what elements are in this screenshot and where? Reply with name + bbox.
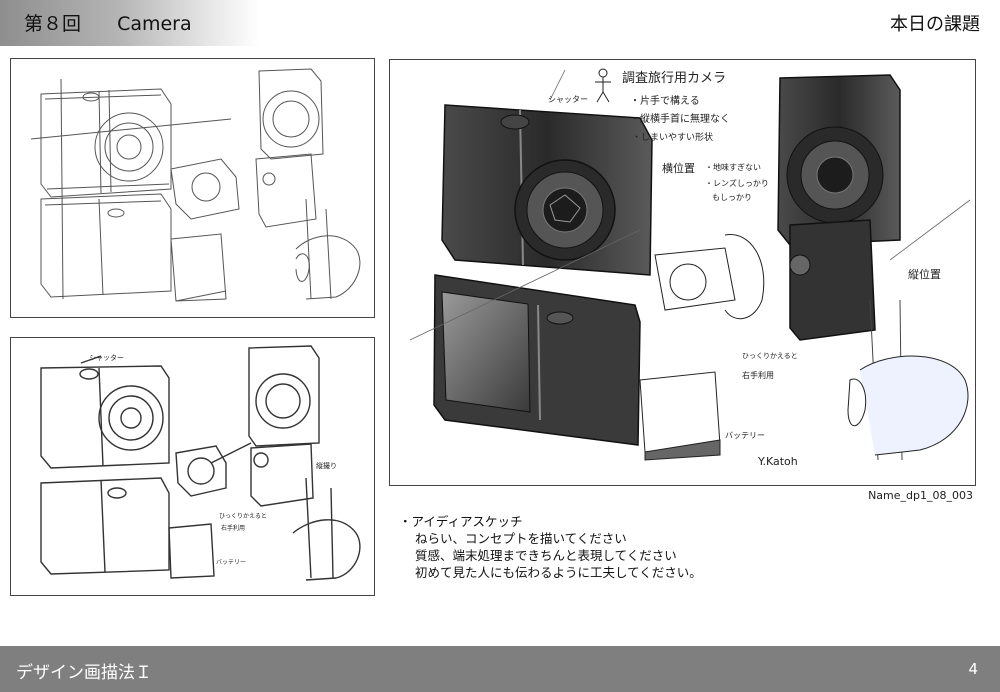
lesson-title: 第８回 Camera bbox=[24, 9, 192, 36]
marker-horizontal-note-3: もしっかり bbox=[712, 193, 752, 202]
marker-camera-sketch: シャッター 調査旅行用カメラ ・片手で構える ・縦横手首に無理なく ・しまいやす… bbox=[409, 68, 971, 468]
instruction-line-1: ねらい、コンセプトを描いてください bbox=[415, 531, 627, 546]
pencil-camera-sketch bbox=[30, 68, 361, 302]
line-sketch-frame: シャッター 縦撮り ひっくりかえると 右手利用 バッテリー bbox=[10, 337, 375, 596]
marker-grip-note-2: 右手利用 bbox=[742, 370, 774, 380]
instruction-line-2: 質感、端末処理まできちんと表現してください bbox=[415, 548, 677, 563]
marker-battery-note: バッテリー bbox=[725, 431, 765, 440]
marker-horizontal-note-2: ・レンズしっかり bbox=[705, 178, 769, 188]
marker-horizontal-note-1: ・地味すぎない bbox=[705, 162, 761, 172]
marker-point-2: ・縦横手首に無理なく bbox=[630, 112, 730, 125]
lesson-topic: Camera bbox=[117, 13, 192, 35]
sketch2-grip-note-1: ひっくりかえると bbox=[219, 513, 267, 520]
marker-sketch-frame: シャッター 調査旅行用カメラ ・片手で構える ・縦横手首に無理なく ・しまいやす… bbox=[389, 59, 976, 486]
assignment-title: 本日の課題 bbox=[890, 14, 980, 35]
lesson-number: 第８回 bbox=[24, 13, 82, 35]
marker-horizontal-note: 横位置 bbox=[662, 161, 695, 175]
marker-point-1: ・片手で構える bbox=[630, 94, 700, 107]
marker-point-3: ・しまいやすい形状 bbox=[632, 131, 713, 143]
pencil-sketch-frame bbox=[10, 58, 375, 318]
sketch2-vertical-note: 縦撮り bbox=[316, 461, 337, 470]
header-band bbox=[0, 0, 260, 46]
marker-vertical-note: 縦位置 bbox=[908, 267, 941, 281]
sketch2-grip-note-2: 右手利用 bbox=[221, 524, 245, 532]
course-title: デザイン画描法Ｉ bbox=[16, 663, 152, 683]
marker-grip-note-1: ひっくりかえると bbox=[742, 352, 798, 360]
instruction-line-3: 初めて見た人にも伝わるように工夫してください。 bbox=[415, 565, 702, 580]
assignment-instructions: ・アイディアスケッチ ねらい、コンセプトを描いてください 質感、端末処理まできち… bbox=[399, 513, 702, 581]
sketch-filename: Name_dp1_08_003 bbox=[868, 489, 973, 502]
marker-shutter-note: シャッター bbox=[548, 95, 588, 104]
sketch2-shutter-note: シャッター bbox=[89, 353, 124, 362]
sketch2-battery-note: バッテリー bbox=[216, 559, 246, 566]
footer-bar: デザイン画描法Ｉ 4 bbox=[0, 646, 1000, 692]
instructions-heading: ・アイディアスケッチ bbox=[399, 514, 523, 529]
marker-title-note: 調査旅行用カメラ bbox=[622, 71, 726, 86]
marker-signature: Y.Katoh bbox=[757, 455, 798, 468]
page-number: 4 bbox=[968, 660, 978, 678]
line-camera-sketch: シャッター 縦撮り ひっくりかえると 右手利用 バッテリー bbox=[40, 345, 361, 581]
